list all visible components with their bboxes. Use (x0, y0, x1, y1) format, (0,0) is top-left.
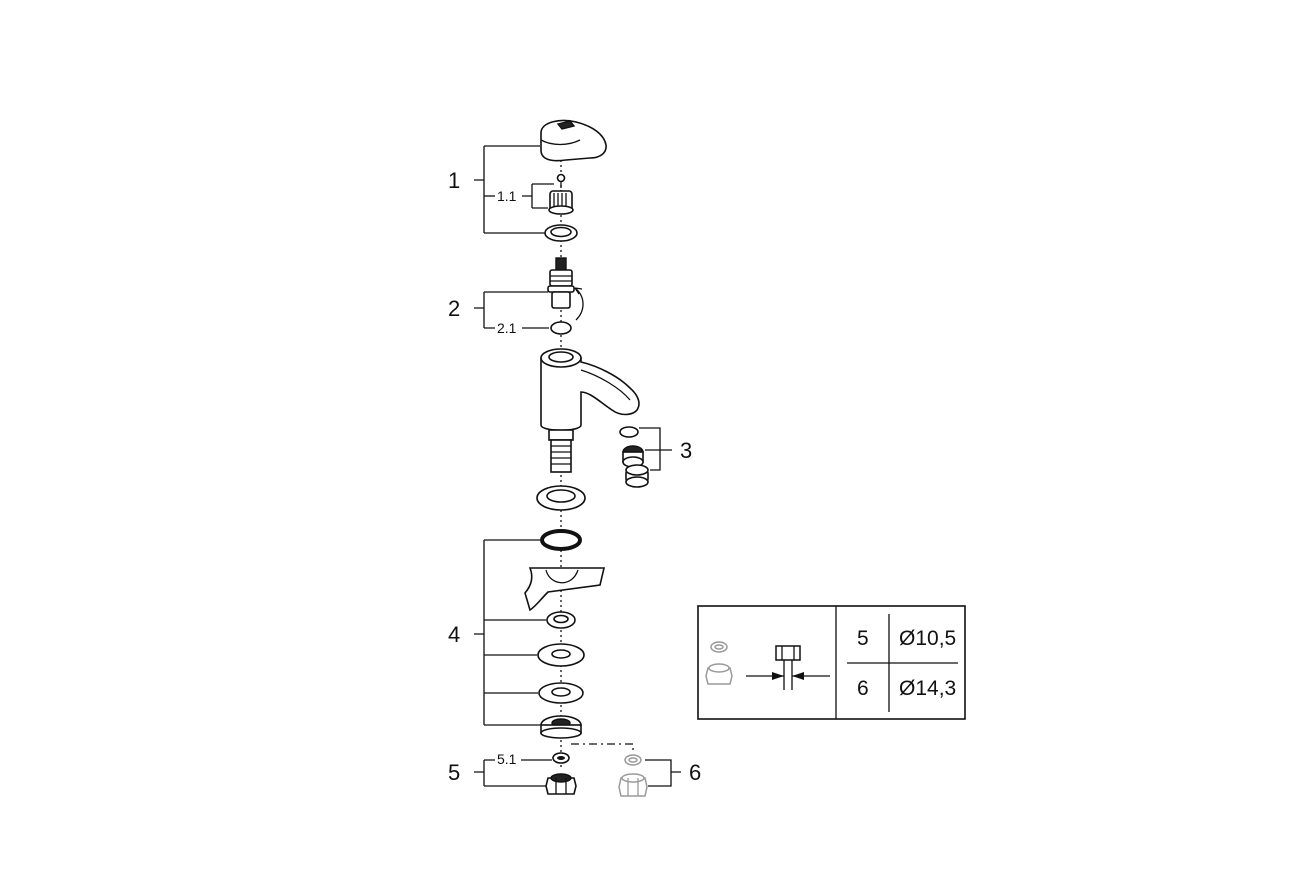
table-row-5-key: 5 (857, 627, 869, 650)
cartridge-icon (547, 257, 584, 321)
bracket-1-1 (522, 183, 554, 209)
aerator-icon (619, 426, 649, 488)
screw-icon (556, 173, 566, 188)
callout-6: 6 (689, 760, 701, 785)
support-plate-icon (524, 567, 606, 612)
bracket-1 (474, 145, 545, 234)
bracket-6 (645, 759, 681, 787)
o-ring-icon (550, 321, 572, 335)
spout-body-icon (540, 348, 640, 473)
handle-icon (540, 119, 607, 162)
callout-5-1: 5.1 (497, 751, 517, 767)
callout-5: 5 (448, 760, 460, 785)
flange-icon (536, 485, 586, 511)
dimension-table: 5 Ø10,5 6 Ø14,3 (697, 605, 966, 720)
alternative-link (571, 743, 634, 754)
callout-2-1: 2.1 (497, 320, 517, 336)
callout-1: 1 (448, 168, 460, 193)
black-seal-icon (540, 529, 582, 551)
alternative-fitting-icon (618, 754, 648, 797)
table-row-5-value: Ø10,5 (899, 627, 956, 650)
callout-4: 4 (448, 622, 460, 647)
adapter-icon (548, 190, 574, 215)
table-row-6-key: 6 (857, 677, 869, 700)
table-row-6-value: Ø14,3 (899, 677, 956, 700)
callout-1-1: 1.1 (497, 188, 517, 204)
bracket-3 (639, 427, 672, 471)
washer-icon (546, 611, 576, 629)
ring-icon (544, 224, 578, 242)
pipe-diameter-icon (746, 645, 830, 690)
callout-3: 3 (680, 438, 692, 463)
bracket-4 (474, 539, 546, 726)
compression-fitting-icon (545, 752, 577, 795)
nut-icon (705, 663, 733, 685)
washer-icon (538, 682, 584, 704)
bracket-5 (474, 759, 552, 787)
bracket-2 (474, 291, 548, 329)
nut-icon (540, 715, 582, 739)
callout-2: 2 (448, 296, 460, 321)
washer-icon (537, 643, 585, 667)
washer-icon (710, 641, 728, 653)
threaded-shank-icon (550, 439, 572, 473)
